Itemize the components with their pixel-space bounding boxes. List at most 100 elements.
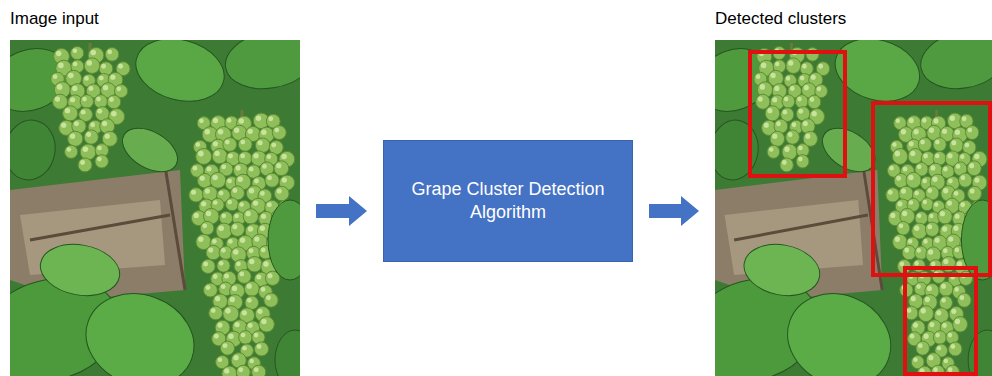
grape-berry	[265, 173, 279, 187]
berry-highlight	[908, 239, 912, 244]
berry-highlight	[914, 191, 919, 196]
berry-highlight	[817, 87, 821, 92]
grape-berry	[786, 58, 801, 74]
grape-berry	[933, 138, 946, 152]
berry-highlight	[268, 116, 273, 121]
berry-highlight	[913, 322, 918, 327]
grape-berry	[238, 138, 252, 152]
berry-highlight	[110, 75, 115, 80]
grape-berry	[892, 148, 907, 164]
berry-highlight	[955, 214, 960, 219]
berry-highlight	[960, 202, 965, 207]
grape-berry	[782, 95, 795, 108]
berry-highlight	[254, 367, 259, 372]
berry-highlight	[247, 284, 252, 289]
grape-berry	[264, 293, 278, 307]
berry-highlight	[74, 121, 79, 126]
berry-highlight	[80, 160, 85, 165]
berry-highlight	[282, 177, 287, 182]
berry-highlight	[277, 188, 282, 193]
berry-highlight	[240, 153, 245, 158]
berry-highlight	[249, 259, 254, 264]
grape-berry	[255, 138, 270, 153]
berry-highlight	[203, 262, 208, 267]
grape-berry	[68, 131, 83, 146]
berry-highlight	[928, 249, 933, 254]
berry-highlight	[58, 63, 64, 69]
berry-highlight	[955, 319, 960, 324]
berry-highlight	[917, 164, 922, 169]
grape-berry	[220, 341, 234, 355]
berry-highlight	[249, 248, 254, 253]
berry-highlight	[271, 143, 276, 148]
berry-highlight	[212, 175, 218, 181]
berry-highlight	[206, 211, 211, 216]
grape-berry	[886, 188, 900, 202]
output-image: Detected clusters	[715, 40, 992, 376]
berry-highlight	[261, 248, 266, 253]
grape-berry	[78, 158, 92, 172]
grape-berry	[949, 342, 962, 356]
berry-highlight	[942, 129, 947, 134]
berry-highlight	[254, 236, 259, 241]
berry-highlight	[257, 309, 262, 314]
berry-highlight	[943, 167, 948, 172]
berry-highlight	[218, 129, 224, 135]
berry-highlight	[818, 64, 823, 69]
berry-highlight	[901, 129, 906, 134]
berry-highlight	[902, 211, 907, 216]
berry-highlight	[97, 146, 102, 151]
berry-highlight	[83, 146, 89, 152]
berry-highlight	[227, 118, 232, 123]
berry-highlight	[798, 157, 802, 162]
berry-highlight	[198, 237, 203, 242]
berry-highlight	[245, 211, 250, 216]
leaf	[10, 116, 60, 184]
berry-highlight	[221, 214, 226, 219]
berry-highlight	[263, 261, 269, 267]
berry-highlight	[214, 334, 219, 339]
berry-highlight	[784, 97, 788, 102]
berry-highlight	[812, 111, 817, 117]
berry-highlight	[67, 147, 72, 152]
berry-highlight	[213, 118, 218, 123]
berry-highlight	[221, 164, 226, 169]
berry-highlight	[72, 86, 77, 91]
berry-highlight	[788, 60, 793, 65]
leaf	[275, 330, 300, 376]
berry-highlight	[55, 96, 60, 101]
grape-berry	[200, 221, 214, 235]
berry-highlight	[281, 154, 286, 159]
grape-berry	[247, 256, 262, 271]
berry-highlight	[225, 140, 230, 145]
berry-highlight	[756, 74, 761, 79]
berry-highlight	[772, 133, 777, 138]
berry-highlight	[239, 202, 244, 207]
berry-highlight	[248, 226, 254, 232]
flow-arrow	[649, 196, 699, 226]
berry-highlight	[798, 109, 803, 114]
berry-highlight	[73, 62, 78, 67]
berry-highlight	[943, 188, 948, 193]
berry-highlight	[260, 191, 265, 196]
berry-highlight	[761, 63, 766, 69]
berry-highlight	[82, 97, 87, 102]
berry-highlight	[254, 333, 259, 338]
leaf	[916, 40, 992, 95]
grape-berry	[915, 212, 928, 225]
berry-highlight	[111, 111, 117, 117]
berry-highlight	[811, 75, 816, 80]
berry-highlight	[205, 129, 210, 134]
berry-highlight	[935, 238, 940, 243]
berry-highlight	[911, 296, 916, 301]
berry-highlight	[927, 224, 932, 229]
berry-highlight	[941, 284, 946, 289]
berry-highlight	[86, 132, 91, 137]
berry-highlight	[198, 151, 204, 157]
berry-highlight	[239, 272, 244, 277]
grape-berry	[770, 131, 784, 146]
grape-berry	[272, 126, 286, 140]
grape-berry	[968, 186, 982, 201]
berry-highlight	[950, 115, 955, 120]
berry-highlight	[221, 248, 226, 253]
